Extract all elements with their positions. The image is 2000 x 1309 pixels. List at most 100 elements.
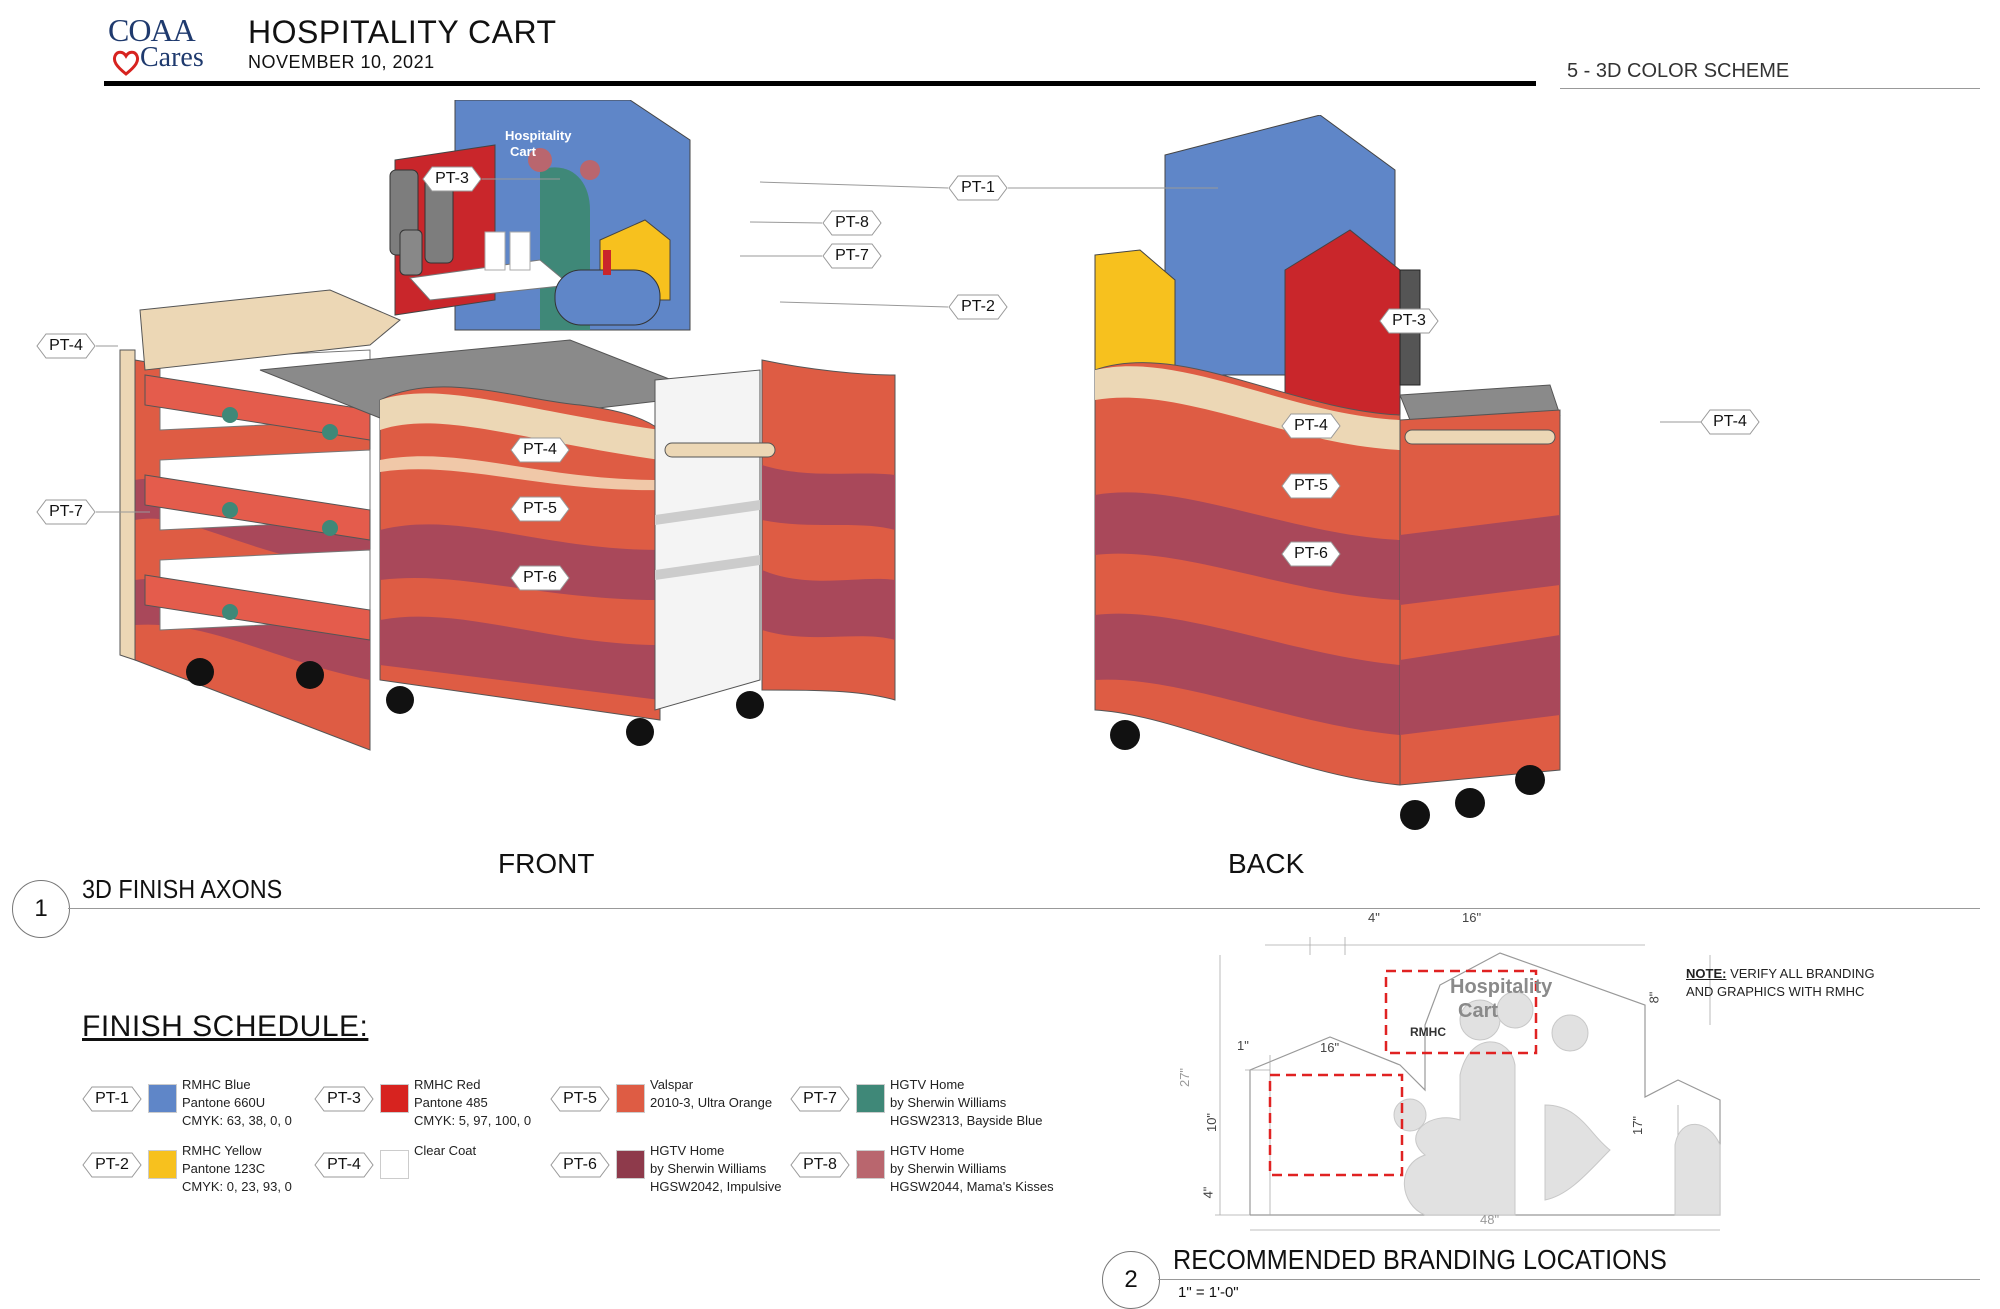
back-label: BACK (1228, 848, 1305, 879)
schedule-line: Clear Coat (414, 1143, 477, 1158)
cart-graphic-line1: Hospitality (505, 128, 572, 143)
schedule-swatch-pt-5 (616, 1084, 645, 1113)
schedule-swatch-pt-2 (148, 1150, 177, 1179)
back-tag-pt5: PT-5 (1281, 473, 1341, 499)
front-tag-pt1: PT-1 (948, 175, 1008, 201)
schedule-line: HGSW2042, Impulsive (650, 1179, 782, 1194)
back-tag-pt4: PT-4 (1281, 413, 1341, 439)
schedule-swatch-pt-7 (856, 1084, 885, 1113)
sheet-rule (1560, 88, 1980, 89)
front-tag-pt7-left: PT-7 (36, 499, 96, 525)
schedule-swatch-pt-4 (380, 1150, 409, 1179)
schedule-line: Pantone 485 (414, 1095, 488, 1110)
schedule-line: HGTV Home (650, 1143, 725, 1158)
schedule-line: by Sherwin Williams (890, 1095, 1007, 1110)
schedule-line: HGTV Home (890, 1143, 965, 1158)
schedule-line: 2010-3, Ultra Orange (650, 1095, 773, 1110)
dim-16-top: 16" (1462, 910, 1482, 925)
front-label: FRONT (498, 848, 595, 879)
dim-10: 10" (1204, 1112, 1220, 1133)
logo-line2: Cares (140, 42, 204, 73)
page-date: NOVEMBER 10, 2021 (248, 52, 435, 72)
section2-number: 2 (1124, 1266, 1138, 1293)
front-tag-pt4: PT-4 (510, 437, 570, 463)
elevation-logo-line1: Hospitality (1450, 976, 1553, 998)
back-tag-pt4-right: PT-4 (1700, 409, 1760, 435)
section2-title: RECOMMENDED BRANDING LOCATIONS (1173, 1244, 1667, 1275)
schedule-line: RMHC Red (414, 1077, 481, 1092)
elevation-logo-line2: Cart (1458, 1000, 1499, 1022)
schedule-code-pt-4: PT-4 (314, 1152, 374, 1178)
schedule-line: by Sherwin Williams (890, 1161, 1007, 1176)
front-tag-pt6: PT-6 (510, 565, 570, 591)
schedule-line: HGSW2044, Mama's Kisses (890, 1179, 1054, 1194)
finish-schedule-title: FINISH SCHEDULE: (82, 1010, 369, 1043)
section1-title: 3D FINISH AXONS (82, 874, 283, 904)
schedule-swatch-pt-6 (616, 1150, 645, 1179)
schedule-text-pt-4: Clear Coat (414, 1142, 476, 1160)
leader-lines (96, 178, 1752, 513)
branding-elevation-drawing (1215, 937, 1721, 1231)
schedule-code-pt-1: PT-1 (82, 1086, 142, 1112)
section2-rule (1158, 1279, 1980, 1280)
schedule-line: HGTV Home (890, 1077, 965, 1092)
front-cart-illustration: Hospitality Cart (119, 100, 896, 751)
schedule-code-pt-8: PT-8 (790, 1152, 850, 1178)
dim-8: 8" (1646, 991, 1662, 1004)
schedule-line: RMHC Blue (182, 1077, 251, 1092)
dim-4-top: 4" (1368, 910, 1380, 925)
dim-48: 48" (1480, 1212, 1500, 1227)
heart-icon (112, 50, 140, 76)
schedule-code-pt-2: PT-2 (82, 1152, 142, 1178)
schedule-code-pt-6: PT-6 (550, 1152, 610, 1178)
front-tag-pt4-left: PT-4 (36, 333, 96, 359)
note-line2: AND GRAPHICS WITH RMHC (1686, 984, 1865, 999)
branding-zone-lower (1268, 1073, 1404, 1177)
schedule-code-pt-5: PT-5 (550, 1086, 610, 1112)
back-tag-pt3: PT-3 (1379, 308, 1439, 334)
front-tag-pt5: PT-5 (510, 496, 570, 522)
schedule-line: Pantone 660U (182, 1095, 266, 1110)
schedule-line: CMYK: 5, 97, 100, 0 (414, 1113, 532, 1128)
dim-1: 1" (1237, 1038, 1249, 1053)
note-label: NOTE: (1686, 966, 1727, 981)
logo: COAA Cares (108, 12, 223, 76)
elevation-logo-brand: RMHC (1410, 1025, 1446, 1039)
schedule-line: CMYK: 63, 38, 0, 0 (182, 1113, 292, 1128)
back-tag-pt6: PT-6 (1281, 541, 1341, 567)
schedule-swatch-pt-3 (380, 1084, 409, 1113)
cart-graphic-line2: Cart (510, 144, 537, 159)
schedule-line: Valspar (650, 1077, 694, 1092)
schedule-code-pt-3: PT-3 (314, 1086, 374, 1112)
page-title: HOSPITALITY CART (248, 14, 557, 50)
front-tag-pt3: PT-3 (422, 166, 482, 192)
section2-scale: 1" = 1'-0" (1178, 1284, 1239, 1301)
logo-line1: COAA (108, 12, 196, 48)
note-line1: VERIFY ALL BRANDING (1726, 966, 1875, 981)
schedule-line: HGSW2313, Bayside Blue (890, 1113, 1043, 1128)
schedule-line: RMHC Yellow (182, 1143, 262, 1158)
section1-number: 1 (34, 895, 48, 922)
section2-number-circle: 2 (1102, 1251, 1160, 1309)
schedule-swatch-pt-8 (856, 1150, 885, 1179)
header-rule (104, 81, 1536, 86)
dim-27: 27" (1177, 1067, 1193, 1088)
schedule-line: CMYK: 0, 23, 93, 0 (182, 1179, 292, 1194)
branding-note: NOTE: VERIFY ALL BRANDING AND GRAPHICS W… (1686, 965, 1875, 1001)
dim-16-mid: 16" (1320, 1040, 1340, 1055)
branding-zone-upper (1384, 969, 1538, 1055)
section1-rule (68, 908, 1980, 909)
dim-17: 17" (1630, 1115, 1646, 1136)
front-tag-pt2: PT-2 (948, 294, 1008, 320)
sheet-title: 5 - 3D COLOR SCHEME (1567, 60, 1790, 82)
front-tag-pt7: PT-7 (822, 243, 882, 269)
schedule-swatch-pt-1 (148, 1084, 177, 1113)
schedule-code-pt-7: PT-7 (790, 1086, 850, 1112)
dim-4-bot: 4" (1200, 1186, 1216, 1199)
